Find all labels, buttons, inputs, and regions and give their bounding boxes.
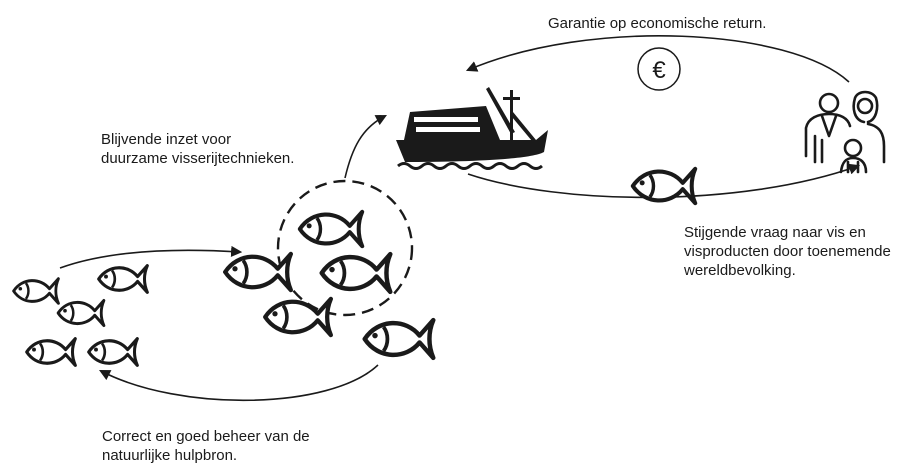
arrow-school-to-boat bbox=[344, 114, 387, 179]
arrow-large-to-small-fish bbox=[99, 364, 379, 402]
demand-caption: Stijgende vraag naar vis en visproducten… bbox=[684, 223, 891, 280]
commitment-line-1: Blijvende inzet voor bbox=[101, 131, 232, 148]
fishing-boat-icon bbox=[396, 87, 548, 170]
fish-icon-large-3 bbox=[322, 254, 391, 292]
management-line-2: natuurlijke hulpbron. bbox=[102, 447, 238, 464]
commitment-line-2: duurzame visserijtechnieken. bbox=[101, 150, 295, 167]
fish-icon-large-2 bbox=[225, 254, 291, 290]
demand-line-1: Stijgende vraag naar vis en bbox=[684, 224, 866, 241]
management-line-1: Correct en goed beheer van de bbox=[102, 428, 310, 445]
fish-icon-small-5 bbox=[87, 337, 139, 367]
fish-icon-small-1 bbox=[12, 277, 60, 305]
fish-icon-large-1 bbox=[300, 212, 362, 246]
fish-icon-small-2 bbox=[97, 264, 149, 294]
fish-icon-small-3 bbox=[56, 298, 106, 328]
demand-line-3: wereldbevolking. bbox=[684, 262, 796, 279]
harvest-selection-circle bbox=[276, 179, 414, 317]
fish-icon-small-4 bbox=[25, 337, 77, 367]
economic-return-caption: Garantie op economische return. bbox=[548, 14, 766, 33]
economic-return-line: Garantie op economische return. bbox=[548, 15, 767, 32]
fish-icon-large-5 bbox=[365, 320, 434, 358]
commitment-caption: Blijvende inzet voor duurzame visserijte… bbox=[101, 130, 294, 168]
arrow-small-to-large-fish bbox=[59, 245, 243, 269]
euro-symbol: € bbox=[652, 57, 666, 84]
euro-coin-icon: € bbox=[637, 47, 681, 91]
family-icon bbox=[804, 90, 886, 174]
demand-line-2: visproducten door toenemende bbox=[684, 243, 891, 260]
management-caption: Correct en goed beheer van de natuurlijk… bbox=[102, 427, 310, 465]
fish-icon-large-4 bbox=[265, 299, 331, 335]
arrow-family-to-boat bbox=[465, 35, 850, 83]
